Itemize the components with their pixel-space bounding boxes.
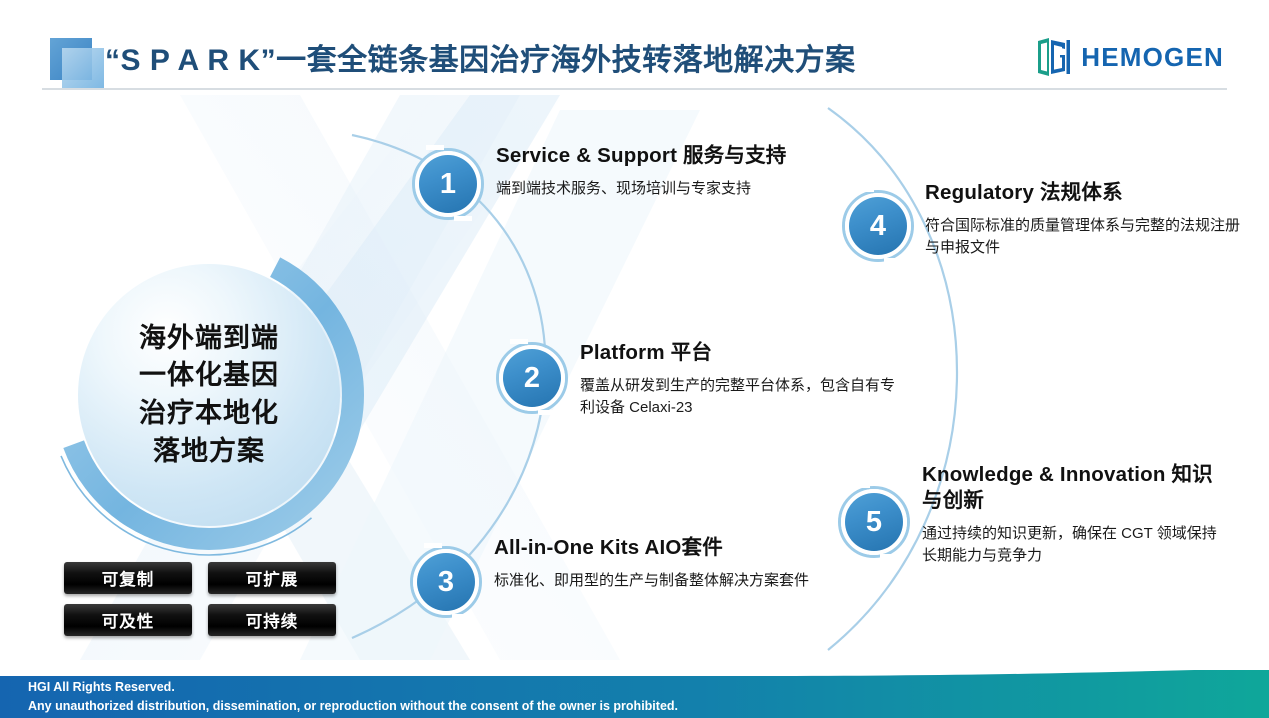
item-3-title: All-in-One Kits AIO套件 (494, 536, 723, 559)
header-square-front (62, 48, 104, 90)
item-2-desc: 覆盖从研发到生产的完整平台体系，包含自有专利设备 Celaxi-23 (580, 376, 896, 417)
ring-gap (538, 410, 556, 415)
hemogen-monogram-icon (1036, 37, 1071, 77)
footer-line-2: Any unauthorized distribution, dissemina… (28, 698, 678, 713)
page-title: “S P A R K”一套全链条基因治疗海外技转落地解决方案 (105, 44, 856, 77)
item-3: All-in-One Kits AIO套件 标准化、即用型的生产与制备整体解决方… (494, 535, 824, 592)
logo-wordmark: HEMOGEN (1081, 41, 1224, 72)
node-ring (410, 546, 482, 618)
item-3-desc: 标准化、即用型的生产与制备整体解决方案套件 (494, 571, 810, 589)
tag-scalable[interactable]: 可扩展 (208, 562, 336, 594)
item-4: Regulatory 法规体系 符合国际标准的质量管理体系与完整的法规注册与申报… (925, 180, 1250, 260)
node-ring (496, 342, 568, 414)
node-number: 2 (523, 361, 541, 394)
node-ring (838, 486, 910, 558)
tag-accessible[interactable]: 可及性 (64, 604, 192, 636)
ring-gap (852, 483, 870, 488)
hub-line-3: 治疗本地化 (139, 398, 279, 428)
step-node-5[interactable]: 5 (838, 483, 910, 559)
node-number: 1 (439, 167, 457, 200)
ring-gap (884, 258, 902, 263)
node-ring (412, 148, 484, 220)
item-5-desc: 通过持续的知识更新，确保在 CGT 领域保持长期能力与竞争力 (922, 524, 1217, 565)
item-5-title: Knowledge & Innovation 知识与创新 (922, 463, 1213, 512)
node-number: 3 (437, 565, 455, 598)
tag-sustainable[interactable]: 可持续 (208, 604, 336, 636)
node-number: 4 (869, 209, 887, 242)
hub-label: 海外端到端 一体化基因 治疗本地化 落地方案 (78, 264, 340, 526)
hub-line-4: 落地方案 (153, 435, 265, 466)
hub-line-2: 一体化基因 (139, 360, 279, 391)
node-disc: 2 (503, 349, 561, 407)
step-node-1[interactable]: 1 (412, 145, 484, 221)
ring-gap (452, 614, 470, 619)
hub-disc (78, 264, 340, 526)
attribute-tag-list: 可复制 可扩展 可及性 可持续 (64, 562, 339, 636)
step-node-4[interactable]: 4 (842, 187, 914, 263)
node-disc: 1 (419, 155, 477, 213)
ring-gap (454, 216, 472, 221)
central-hub: 海外端到端 一体化基因 治疗本地化 落地方案 (44, 230, 374, 560)
hub-line-1: 海外端到端 (139, 322, 279, 353)
item-1-title: Service & Support 服务与支持 (496, 144, 787, 167)
ring-gap (856, 187, 874, 192)
item-2: Platform 平台 覆盖从研发到生产的完整平台体系，包含自有专利设备 Cel… (580, 340, 902, 420)
item-2-title: Platform 平台 (580, 341, 713, 364)
node-ring (842, 190, 914, 262)
item-1-desc: 端到端技术服务、现场培训与专家支持 (496, 179, 752, 197)
footer: HGI All Rights Reserved. Any unauthorize… (0, 670, 1269, 718)
node-disc: 5 (845, 493, 903, 551)
tag-replicable[interactable]: 可复制 (64, 562, 192, 594)
header: “S P A R K”一套全链条基因治疗海外技转落地解决方案 HEMOGEN (0, 0, 1269, 90)
brand-logo: HEMOGEN (1036, 36, 1224, 78)
item-4-desc: 符合国际标准的质量管理体系与完整的法规注册与申报文件 (925, 216, 1241, 257)
ring-gap (426, 145, 444, 150)
ring-gap (424, 543, 442, 548)
node-disc: 4 (849, 197, 907, 255)
donut-ring (48, 234, 370, 556)
footer-text: HGI All Rights Reserved. Any unauthorize… (28, 678, 678, 716)
ring-gap (510, 339, 528, 344)
item-4-title: Regulatory 法规体系 (925, 181, 1123, 204)
item-1: Service & Support 服务与支持 端到端技术服务、现场培训与专家支… (496, 143, 826, 200)
step-node-3[interactable]: 3 (410, 543, 482, 619)
header-divider (42, 88, 1227, 90)
step-node-2[interactable]: 2 (496, 339, 568, 415)
node-number: 5 (865, 505, 883, 538)
footer-background (0, 670, 1269, 718)
ring-gap (880, 554, 898, 559)
footer-line-1: HGI All Rights Reserved. (28, 680, 175, 694)
item-5: Knowledge & Innovation 知识与创新 通过持续的知识更新，确… (922, 462, 1222, 568)
node-disc: 3 (417, 553, 475, 611)
